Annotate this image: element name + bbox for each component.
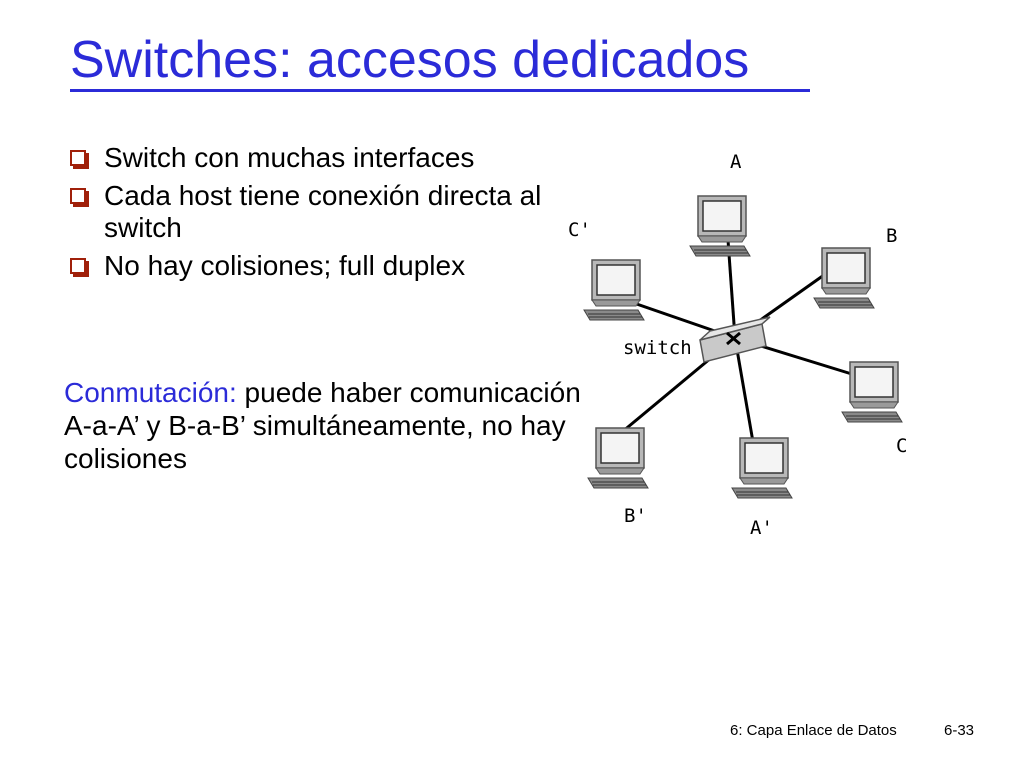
title-underline [70,89,810,92]
bullet-text: Cada host tiene conexión directa al swit… [104,180,542,243]
footer-chapter: 6: Capa Enlace de Datos [730,722,897,739]
square-bullet-icon [70,150,86,166]
host-label-A: A [730,151,742,173]
slide-title: Switches: accesos dedicados [70,31,750,89]
switch-icon [699,316,771,363]
host-label-C-prime: C' [568,219,591,241]
bullet-item: No hay colisiones; full duplex [66,250,566,282]
square-bullet-icon [70,258,86,274]
switch-label: switch [623,337,692,359]
host-C-prime-icon [583,259,645,321]
paragraph-body: puede haber comunicación A-a-A’ y B-a-B’… [64,377,581,474]
square-bullet-icon [70,188,86,204]
paragraph-lead: Conmutación: [64,377,237,408]
host-A-prime-icon [731,437,793,499]
switching-paragraph: Conmutación: puede haber comunicación A-… [64,376,584,475]
switch-network-diagram: switch A B C A' B' C' [568,151,907,539]
host-label-B: B [886,225,897,247]
bullet-text: No hay colisiones; full duplex [104,250,466,281]
bullet-item: Switch con muchas interfaces [66,142,566,174]
host-A-icon [689,195,751,257]
host-B-icon [813,247,875,309]
host-B-prime-icon [587,427,649,489]
bullet-text: Switch con muchas interfaces [104,142,475,173]
host-label-B-prime: B' [624,505,647,527]
host-label-C: C [896,435,907,457]
footer-page-number: 6-33 [944,722,975,739]
host-label-A-prime: A' [750,517,773,539]
bullet-item: Cada host tiene conexión directa al swit… [66,180,566,244]
cable-A-prime [733,337,755,443]
bullet-list: Switch con muchas interfaces Cada host t… [66,142,566,288]
host-C-icon [841,361,903,423]
